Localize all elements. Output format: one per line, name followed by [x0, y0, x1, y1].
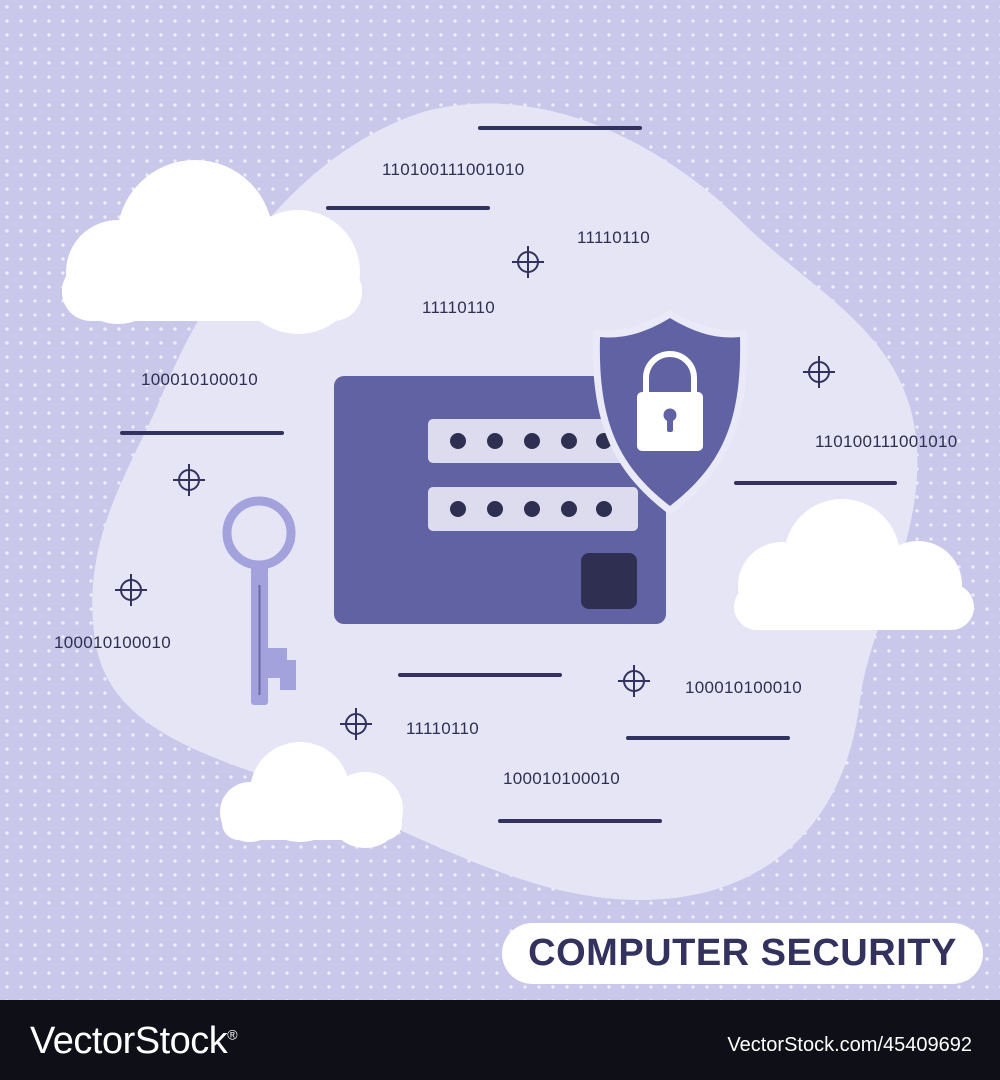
cloud-icon: [220, 742, 403, 848]
chip-icon: [581, 553, 637, 609]
crosshair-icon: [512, 246, 544, 278]
binary-label: 110100111001010: [382, 160, 525, 179]
binary-label: 11110110: [577, 228, 650, 247]
crosshair-icon: [340, 708, 372, 740]
binary-label: 11110110: [422, 298, 495, 317]
crosshair-icon: [618, 665, 650, 697]
binary-label: 11110110: [406, 719, 479, 738]
padlock-icon: [637, 351, 703, 451]
binary-label: 110100111001010: [815, 432, 958, 451]
brand-name: VectorStock: [30, 1020, 228, 1062]
illustration-canvas: 110100111001010 11110110 11110110 100010…: [0, 0, 1000, 1000]
crosshair-icon: [803, 356, 835, 388]
brand-logo: VectorStock®: [30, 1020, 238, 1063]
image-url-id: VectorStock.com/45409692: [727, 1034, 972, 1056]
decorative-lines: [120, 126, 897, 823]
binary-label: 100010100010: [54, 633, 172, 652]
security-illustration: [62, 103, 974, 900]
cloud-icon: [734, 499, 974, 630]
page-title: COMPUTER SECURITY: [528, 932, 957, 974]
binary-label: 100010100010: [503, 769, 621, 788]
title-banner: COMPUTER SECURITY: [502, 923, 983, 984]
login-card: [334, 376, 666, 624]
cloud-icon: [62, 160, 362, 334]
crosshair-icon: [115, 574, 147, 606]
brand-registered-mark: ®: [227, 1026, 238, 1043]
binary-label: 100010100010: [685, 678, 803, 697]
binary-label: 100010100010: [141, 370, 259, 389]
watermark-footer: VectorStock® VectorStock.com/45409692: [0, 1000, 1000, 1080]
key-icon: [222, 496, 296, 705]
crosshair-icon: [173, 464, 205, 496]
